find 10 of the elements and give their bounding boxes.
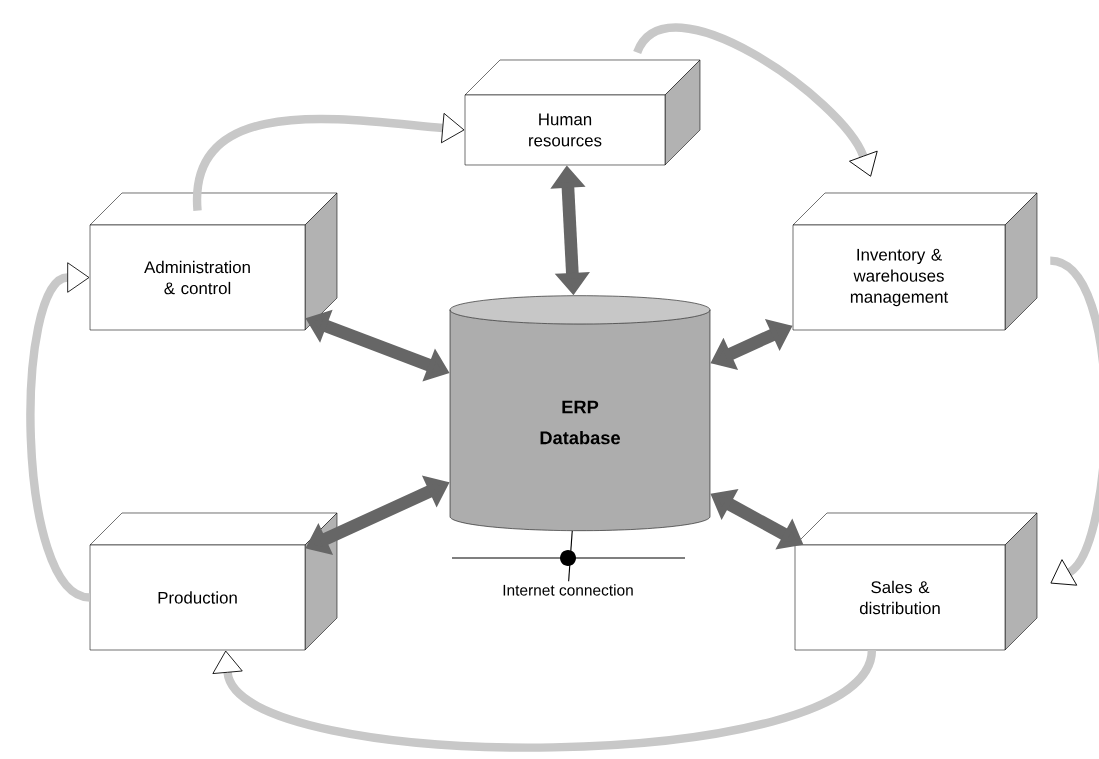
arrow bbox=[26, 262, 92, 602]
box: Administration & control bbox=[89, 192, 338, 331]
arrow bbox=[193, 112, 465, 211]
label-text: Internet connection bbox=[503, 584, 633, 596]
box: Sales & distribution bbox=[794, 512, 1038, 651]
database-cylinder: ERP Database bbox=[449, 295, 711, 531]
box: Production bbox=[89, 512, 338, 651]
box: Human resources bbox=[464, 59, 701, 166]
arrow bbox=[633, 23, 878, 177]
box: Inventory & warehouses management bbox=[792, 192, 1038, 331]
